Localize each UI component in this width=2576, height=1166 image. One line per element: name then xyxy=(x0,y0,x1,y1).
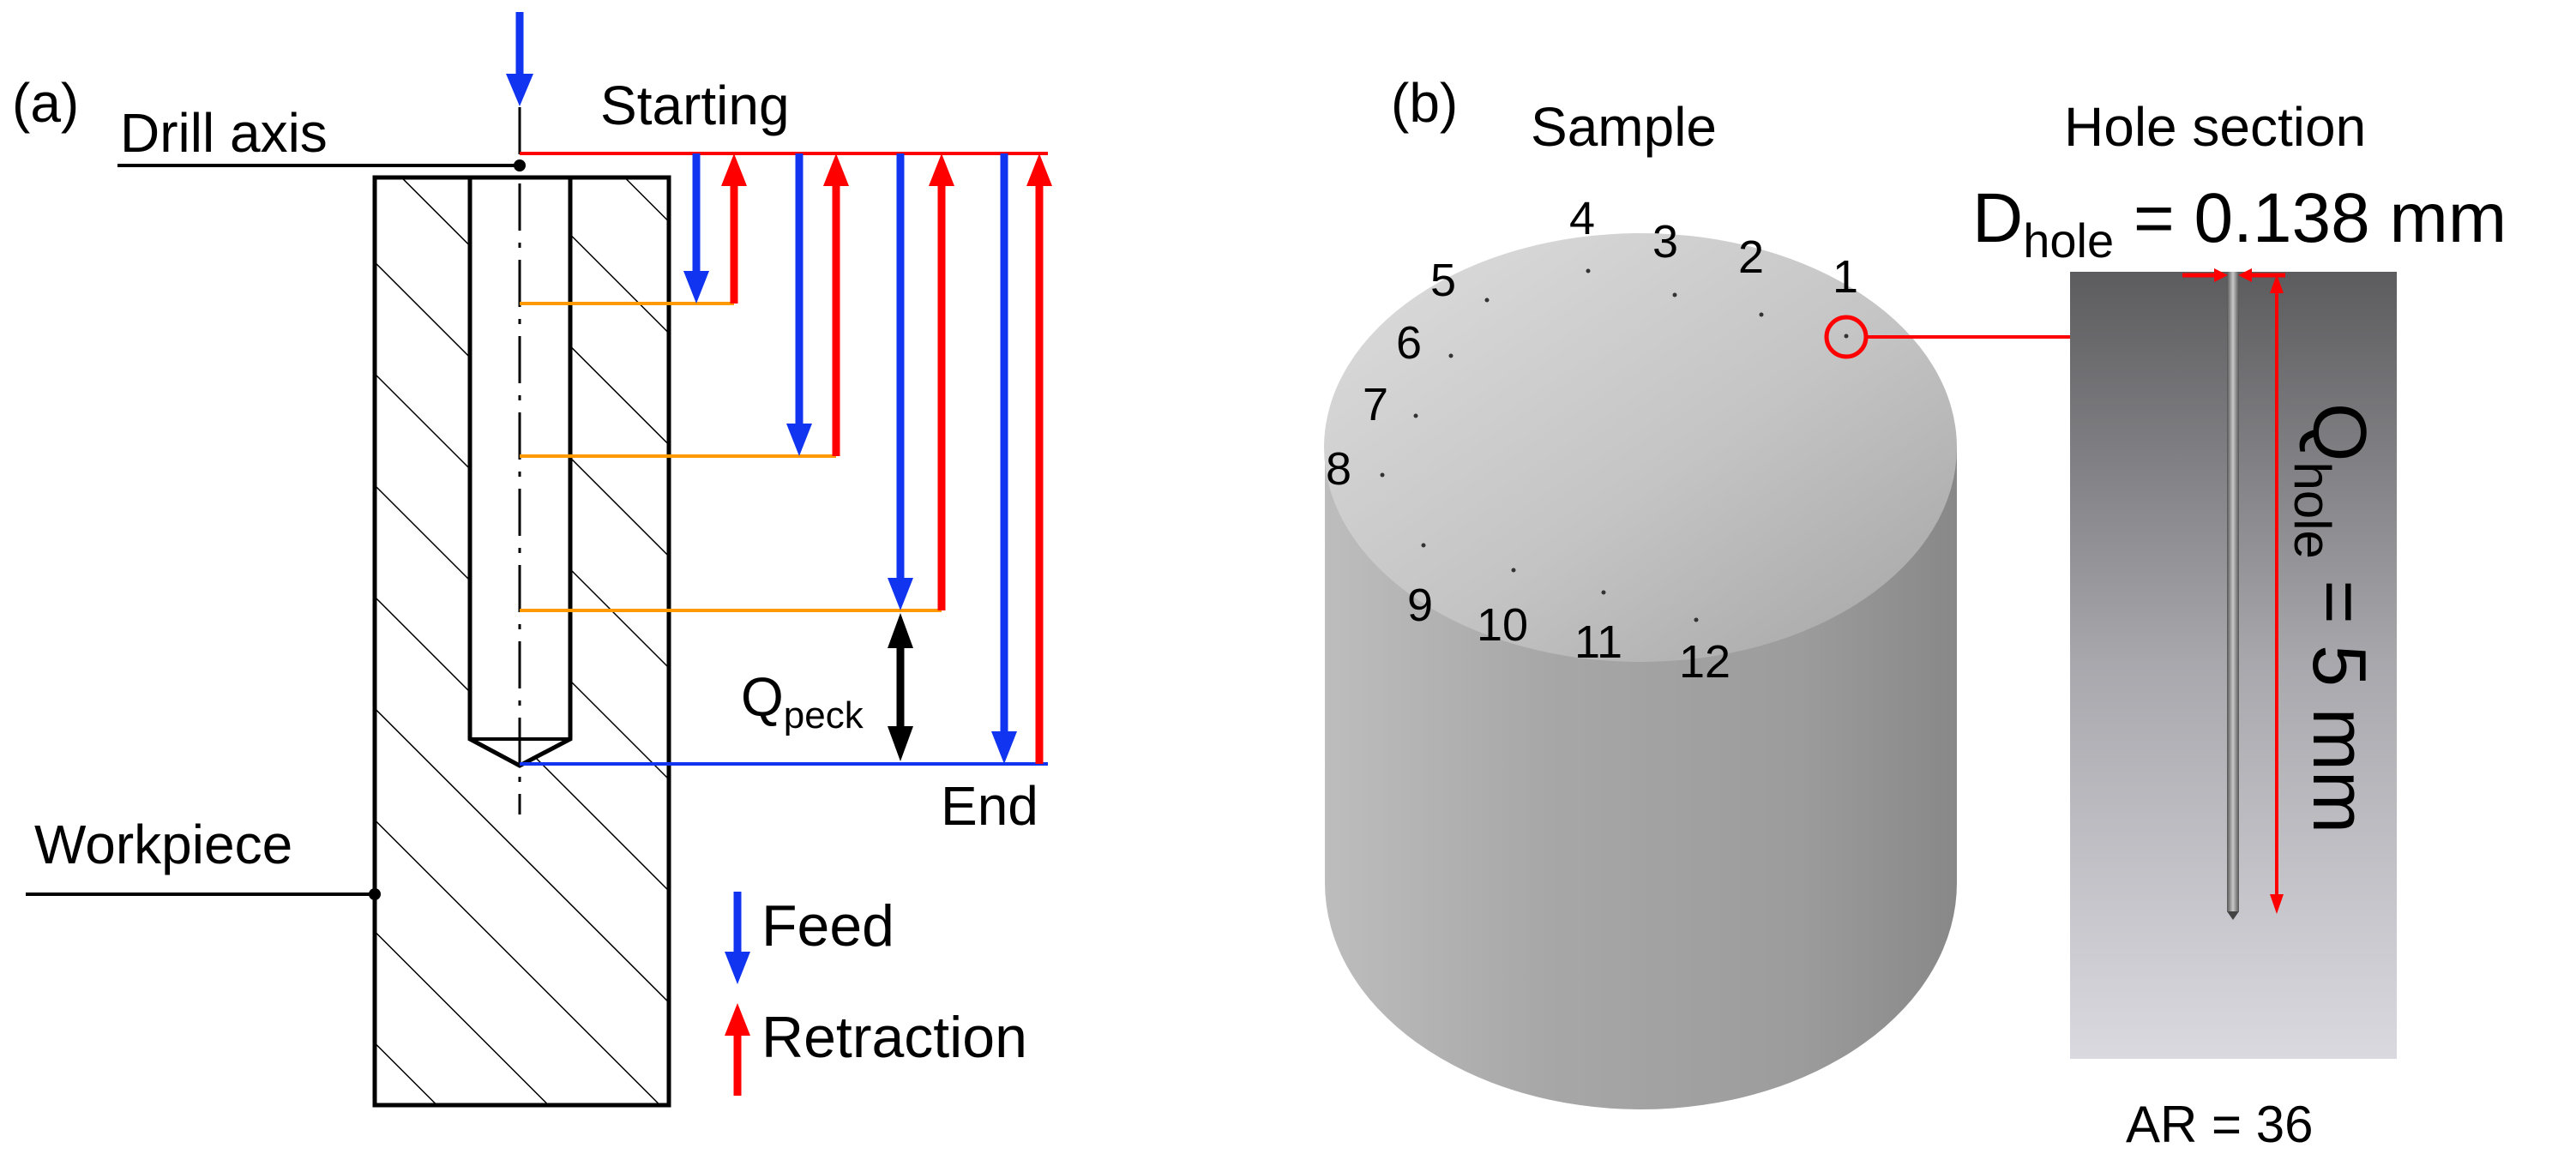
hole-dots xyxy=(1380,268,1849,622)
hole-number-11: 11 xyxy=(1574,616,1622,668)
hole-number-7: 7 xyxy=(1363,379,1388,430)
hole-number-1: 1 xyxy=(1833,251,1858,303)
drill-axis-label: Drill axis xyxy=(120,102,328,164)
qpeck-arrow-head-top xyxy=(888,613,913,648)
hole-section-hole xyxy=(2227,272,2239,911)
top-feed-arrow-head xyxy=(506,74,533,106)
workpiece-label: Workpiece xyxy=(34,814,292,875)
q-dimension-head-top xyxy=(2270,274,2284,293)
hole-number-3: 3 xyxy=(1652,216,1678,267)
q-hole-label: Qhole = 5 mm xyxy=(2284,403,2382,833)
legend: Feed Retraction xyxy=(725,892,1027,1096)
feed-arrow-4-head xyxy=(991,731,1017,764)
d-dimension-left-head xyxy=(2214,268,2228,282)
qpeck-arrow-head-bottom xyxy=(888,726,913,761)
workpiece-dot xyxy=(369,888,381,900)
hole-number-8: 8 xyxy=(1326,443,1351,495)
end-label: End xyxy=(941,775,1038,837)
panel-b-label: (b) xyxy=(1391,72,1458,134)
panel-a: (a) Drill axis Starting End xyxy=(12,12,1052,1108)
sample-top xyxy=(1324,233,1957,662)
drill-axis-dot xyxy=(514,159,526,171)
retraction-arrow-2-head xyxy=(823,153,849,186)
legend-retraction-label: Retraction xyxy=(761,1005,1027,1070)
sample-cylinder xyxy=(1324,233,1957,1109)
feed-arrow-1-head xyxy=(683,271,709,304)
hole-section-label: Hole section xyxy=(2064,96,2366,158)
hole-number-6: 6 xyxy=(1396,317,1422,369)
d-dimension-right-head xyxy=(2238,268,2252,282)
legend-retraction-arrow-head xyxy=(725,1003,750,1036)
feed-arrow-2-head xyxy=(786,424,812,456)
aspect-ratio-label: AR = 36 xyxy=(2126,1096,2313,1153)
sample-label: Sample xyxy=(1531,96,1717,158)
panel-b: (b) Sample 1 2 3 4 5 xyxy=(1324,72,2507,1153)
hole-section-tip xyxy=(2227,911,2239,920)
hole-number-10: 10 xyxy=(1477,599,1528,651)
qpeck-label: Qpeck xyxy=(741,666,864,736)
hole-number-2: 2 xyxy=(1738,231,1764,283)
d-hole-label: Dhole = 0.138 mm xyxy=(1972,179,2507,267)
retraction-arrow-3-head xyxy=(929,153,954,186)
q-dimension-head-bottom xyxy=(2270,894,2284,914)
panel-a-label: (a) xyxy=(12,72,79,134)
hole-number-9: 9 xyxy=(1407,580,1433,631)
starting-label: Starting xyxy=(600,75,790,136)
hole-numbers: 1 2 3 4 5 6 7 8 9 10 11 12 xyxy=(1326,193,1858,688)
legend-feed-label: Feed xyxy=(761,893,894,959)
retraction-arrow-4-head xyxy=(1026,153,1052,186)
hole-number-12: 12 xyxy=(1679,636,1730,688)
feed-arrow-3-head xyxy=(888,578,913,610)
hole-number-4: 4 xyxy=(1569,193,1595,244)
legend-feed-arrow-head xyxy=(725,952,750,984)
retraction-arrow-1-head xyxy=(721,153,747,186)
hole-number-5: 5 xyxy=(1430,255,1456,306)
